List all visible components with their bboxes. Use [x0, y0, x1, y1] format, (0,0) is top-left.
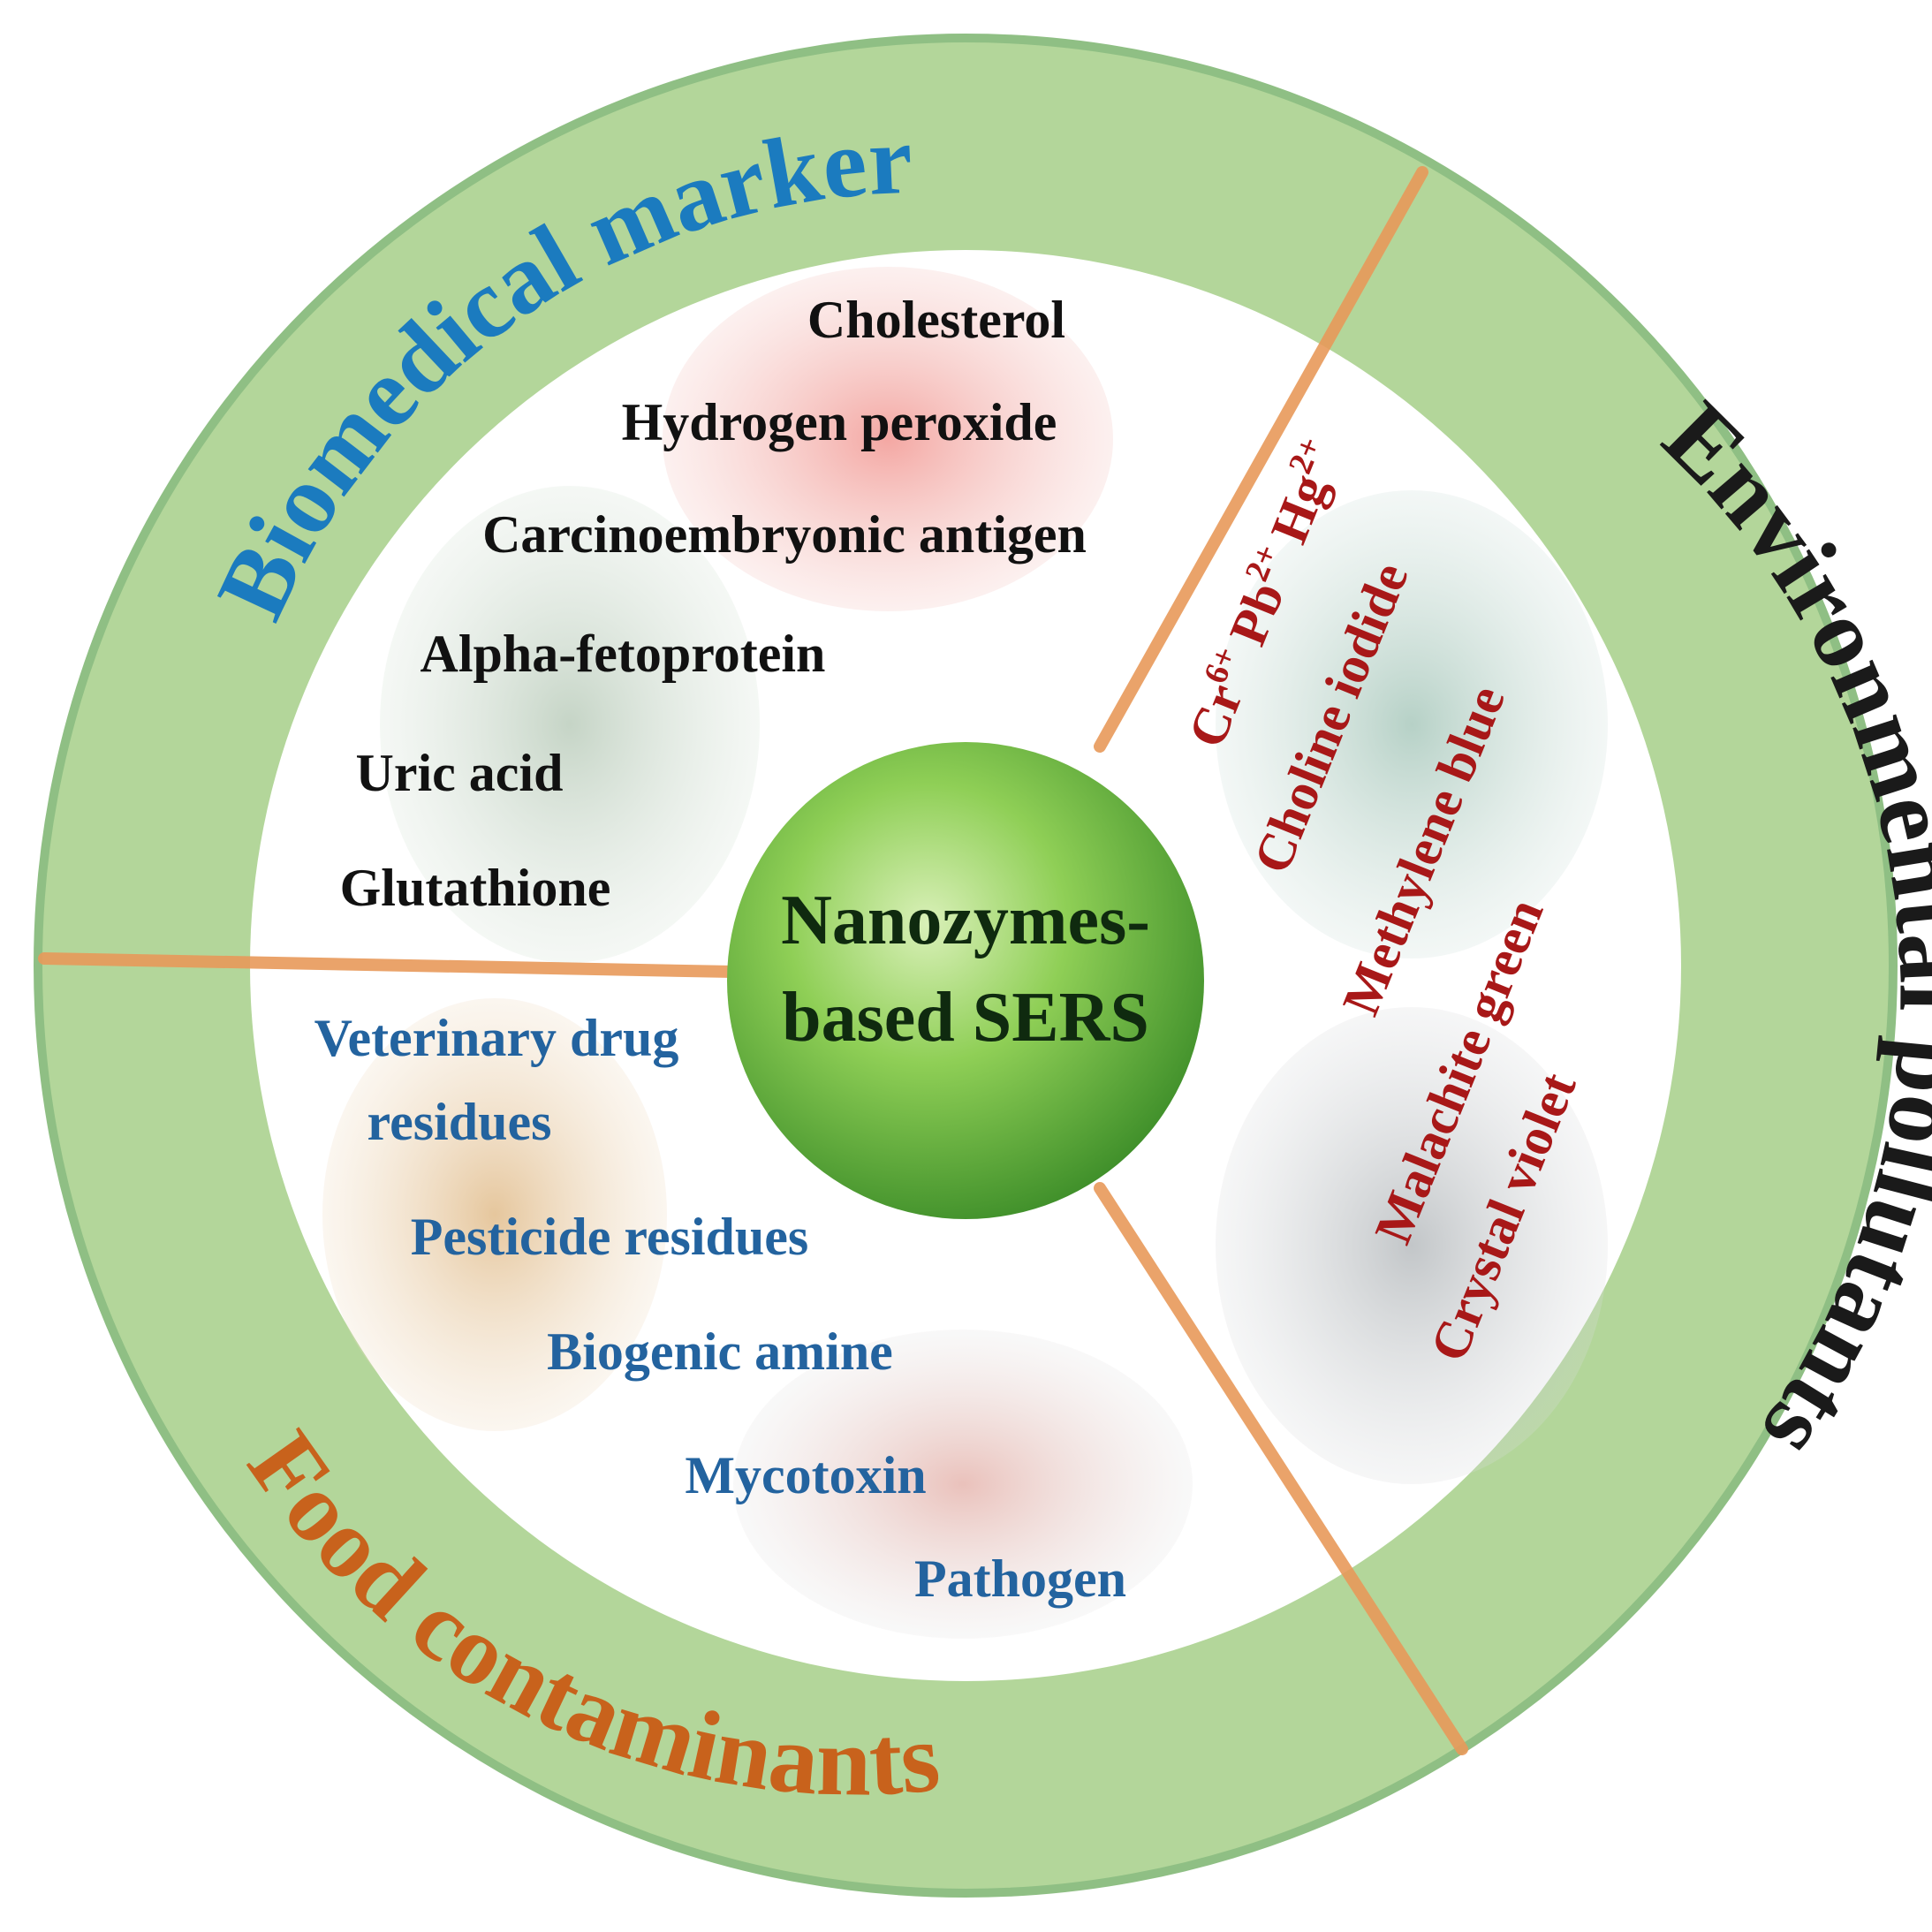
center-label-line2: based SERS	[782, 979, 1149, 1057]
biomedical-item: Glutathione	[340, 859, 611, 917]
biomedical-items: Cholesterol Hydrogen peroxide Carcinoemb…	[340, 291, 1087, 917]
divider-lower-right	[1094, 1182, 1468, 1755]
food-item: Pathogen	[914, 1549, 1126, 1608]
section-dividers	[38, 166, 1468, 1755]
food-item: Biogenic amine	[547, 1322, 893, 1381]
assorted-food-image	[322, 998, 667, 1431]
center-label-line1: Nanozymes-	[781, 882, 1150, 959]
divider-upper-right	[1094, 166, 1428, 753]
food-item: Veterinary drug	[314, 1009, 679, 1067]
divider-left	[38, 952, 739, 978]
biomedical-item: Cholesterol	[807, 291, 1065, 349]
factory-smoke-image	[1216, 1007, 1608, 1484]
food-item: Pesticide residues	[411, 1208, 809, 1266]
biomedical-item: Uric acid	[356, 744, 564, 802]
red-blood-cells-image	[663, 267, 1113, 611]
biomedical-item: Alpha-fetoprotein	[420, 625, 826, 683]
river-water-image	[1216, 490, 1608, 958]
center-sphere	[727, 742, 1204, 1219]
tissue-image	[380, 486, 760, 963]
food-items: Veterinary drug residues Pesticide resid…	[314, 1009, 1126, 1608]
seafood-image	[733, 1330, 1193, 1639]
food-item: residues	[367, 1093, 552, 1151]
food-item: Mycotoxin	[685, 1446, 926, 1504]
biomedical-item: Carcinoembryonic antigen	[482, 505, 1087, 564]
biomedical-item: Hydrogen peroxide	[622, 393, 1057, 451]
